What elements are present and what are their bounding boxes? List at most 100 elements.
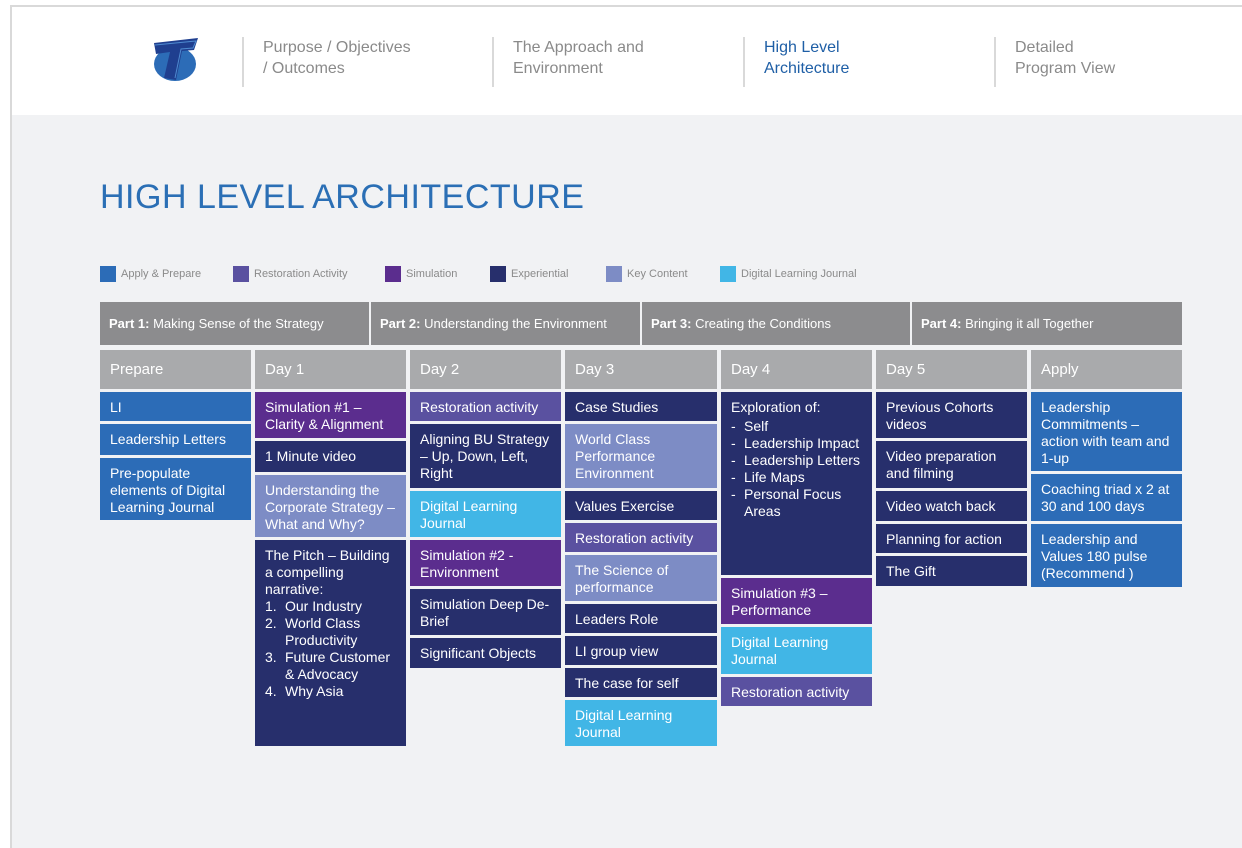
telstra-logo-icon xyxy=(154,38,198,81)
legend-digital-journal: Digital Learning Journal xyxy=(720,265,857,283)
exploration-list: -Self -Leadership Impact -Leadership Let… xyxy=(731,418,864,520)
cell-day4-digital-journal: Digital Learning Journal xyxy=(721,627,872,674)
pitch-list: 1.Our Industry 2.World Class Productivit… xyxy=(265,598,398,700)
cell-day2-digital-journal: Digital Learning Journal xyxy=(410,491,561,537)
cell-day1-corporate-strategy: Understanding the Corporate Strategy – W… xyxy=(255,475,406,537)
cell-day2-aligning: Aligning BU Strategy – Up, Down, Left, R… xyxy=(410,424,561,488)
list-item-text: Self xyxy=(744,418,769,434)
legend-label: Apply & Prepare xyxy=(121,268,202,280)
part-prefix: Part 2: xyxy=(380,316,421,331)
list-item: -Leadership Impact xyxy=(731,435,860,451)
nav-purpose[interactable]: Purpose / Objectives / Outcomes xyxy=(242,37,472,87)
cell-day5-video-prep: Video preparation and filming xyxy=(876,441,1027,488)
part-4-header: Part 4: Bringing it all Together xyxy=(912,302,1182,345)
slide-frame: Purpose / Objectives / Outcomes The Appr… xyxy=(10,5,1242,848)
cell-day3-leaders-role: Leaders Role xyxy=(565,604,717,633)
header-bar: Purpose / Objectives / Outcomes The Appr… xyxy=(12,7,1242,115)
list-item: -Self xyxy=(731,418,769,434)
cell-apply-values-pulse: Leadership and Values 180 pulse (Recomme… xyxy=(1031,524,1182,587)
part-prefix: Part 1: xyxy=(109,316,150,331)
part-2-header: Part 2: Understanding the Environment xyxy=(371,302,640,345)
cell-apply-commitments: Leadership Commitments – action with tea… xyxy=(1031,392,1182,471)
part-prefix: Part 3: xyxy=(651,316,692,331)
square-swatch-icon xyxy=(720,266,736,282)
col-header-day2: Day 2 xyxy=(410,350,561,389)
cell-day3-science: The Science of performance xyxy=(565,555,717,601)
legend-experiential: Experiential xyxy=(490,265,568,283)
cell-day2-significant-objects: Significant Objects xyxy=(410,638,561,668)
square-swatch-icon xyxy=(606,266,622,282)
cell-apply-coaching: Coaching triad x 2 at 30 and 100 days xyxy=(1031,474,1182,521)
cell-day3-digital-journal: Digital Learning Journal xyxy=(565,700,717,746)
cell-day4-simulation-3: Simulation #3 – Performance xyxy=(721,578,872,624)
list-item: 1.Our Industry xyxy=(265,598,363,614)
col-header-apply: Apply xyxy=(1031,350,1182,389)
cell-day2-restoration: Restoration activity xyxy=(410,392,561,421)
part-text: Creating the Conditions xyxy=(691,316,831,331)
part-prefix: Part 4: xyxy=(921,316,962,331)
list-item-text: Our Industry xyxy=(285,598,363,614)
cell-day5-watch-back: Video watch back xyxy=(876,491,1027,521)
list-item-text: Leadership Letters xyxy=(744,452,860,468)
cell-day1-pitch: The Pitch – Building a compelling narrat… xyxy=(255,540,406,746)
cell-day1-video: 1 Minute video xyxy=(255,441,406,472)
part-text: Making Sense of the Strategy xyxy=(149,316,324,331)
part-text: Bringing it all Together xyxy=(961,316,1094,331)
legend-label: Restoration Activity xyxy=(254,268,348,280)
legend-restoration: Restoration Activity xyxy=(233,265,348,283)
list-item: -Life Maps xyxy=(731,469,805,485)
cell-day3-li-group: LI group view xyxy=(565,636,717,665)
nav-high-level-architecture[interactable]: High Level Architecture xyxy=(743,37,973,87)
cell-prepare-journal: Pre-populate elements of Digital Learnin… xyxy=(100,458,251,520)
pitch-intro: The Pitch – Building a compelling narrat… xyxy=(265,547,390,597)
cell-prepare-letters: Leadership Letters xyxy=(100,424,251,455)
legend-label: Key Content xyxy=(627,268,688,280)
list-item: 4.Why Asia xyxy=(265,683,344,699)
square-swatch-icon xyxy=(490,266,506,282)
list-item: 2.World Class Productivity xyxy=(265,615,398,649)
legend-label: Digital Learning Journal xyxy=(741,268,857,280)
list-item-text: World Class Productivity xyxy=(285,615,361,648)
list-item: -Leadership Letters xyxy=(731,452,860,468)
cell-day3-values: Values Exercise xyxy=(565,491,717,520)
cell-day3-world-class: World Class Performance Environment xyxy=(565,424,717,488)
list-item: -Personal Focus Areas xyxy=(731,486,864,520)
list-item-text: Future Customer & Advocacy xyxy=(285,649,391,682)
cell-day4-restoration: Restoration activity xyxy=(721,677,872,706)
cell-prepare-li: LI xyxy=(100,392,251,421)
part-text: Understanding the Environment xyxy=(420,316,607,331)
cell-day5-planning: Planning for action xyxy=(876,524,1027,553)
legend-simulation: Simulation xyxy=(385,265,457,283)
list-item-text: Personal Focus Areas xyxy=(744,486,842,519)
cell-day2-simulation-2: Simulation #2 - Environment xyxy=(410,540,561,586)
legend-label: Simulation xyxy=(406,268,458,280)
col-header-day3: Day 3 xyxy=(565,350,717,389)
col-header-day1: Day 1 xyxy=(255,350,406,389)
square-swatch-icon xyxy=(385,266,401,282)
legend-key-content: Key Content xyxy=(606,265,688,283)
col-header-day4: Day 4 xyxy=(721,350,872,389)
list-item-text: Life Maps xyxy=(744,469,805,485)
cell-day5-previous-cohorts: Previous Cohorts videos xyxy=(876,392,1027,438)
cell-day4-exploration: Exploration of: -Self -Leadership Impact… xyxy=(721,392,872,575)
list-item-text: Leadership Impact xyxy=(744,435,860,451)
page-title: HIGH LEVEL ARCHITECTURE xyxy=(100,178,585,216)
list-item-text: Why Asia xyxy=(285,683,344,699)
cell-day3-restoration: Restoration activity xyxy=(565,523,717,552)
col-header-day5: Day 5 xyxy=(876,350,1027,389)
nav-approach[interactable]: The Approach and Environment xyxy=(492,37,722,87)
nav-detailed-program[interactable]: Detailed Program View xyxy=(994,37,1224,87)
part-3-header: Part 3: Creating the Conditions xyxy=(642,302,910,345)
cell-day3-case-for-self: The case for self xyxy=(565,668,717,697)
cell-day3-case-studies: Case Studies xyxy=(565,392,717,421)
cell-day2-deep-debrief: Simulation Deep De-Brief xyxy=(410,589,561,635)
exploration-intro: Exploration of: xyxy=(731,399,821,415)
square-swatch-icon xyxy=(100,266,116,282)
col-header-prepare: Prepare xyxy=(100,350,251,389)
legend-apply-prepare: Apply & Prepare xyxy=(100,265,201,283)
cell-day1-simulation-1: Simulation #1 – Clarity & Alignment xyxy=(255,392,406,438)
part-1-header: Part 1: Making Sense of the Strategy xyxy=(100,302,369,345)
cell-day5-gift: The Gift xyxy=(876,556,1027,586)
legend-label: Experiential xyxy=(511,268,569,280)
list-item: 3.Future Customer & Advocacy xyxy=(265,649,398,683)
